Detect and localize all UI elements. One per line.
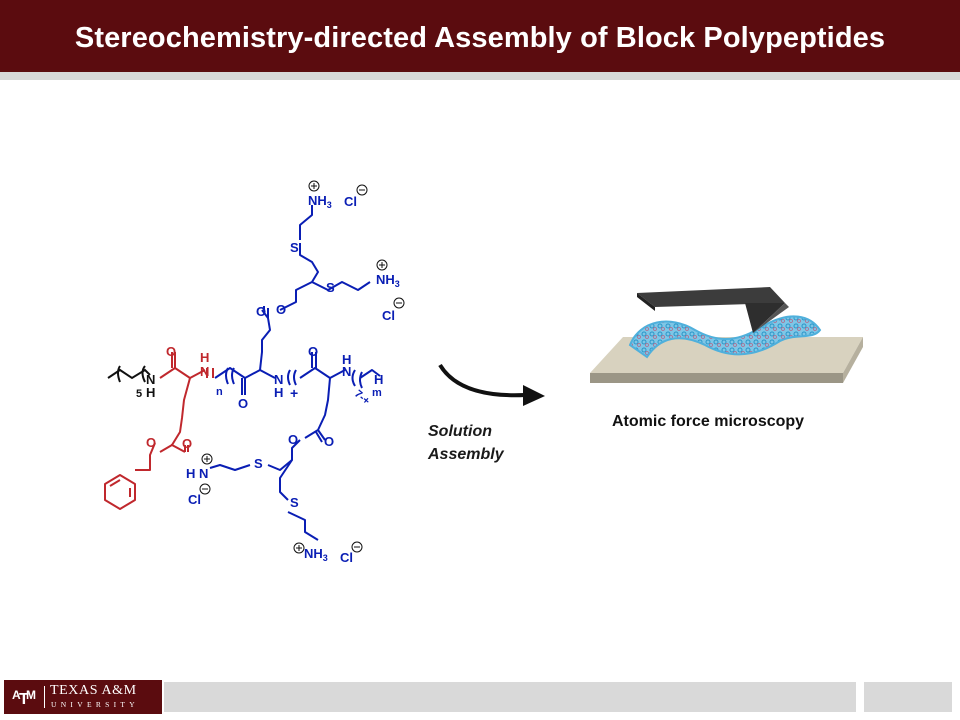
afm-label: Atomic force microscopy: [612, 413, 805, 430]
svg-text:M: M: [26, 688, 36, 702]
logo-sub-text: UNIVERSITY: [51, 700, 139, 709]
black-bonds: [107, 365, 151, 383]
atom-o: O: [276, 302, 286, 317]
afm-cantilever: [637, 287, 789, 333]
chemical-structure: O H N n O O N 5 H O N H + O O S S NH3 NH…: [104, 180, 405, 565]
atom-h: H: [146, 385, 155, 400]
ammonium-label: NH3: [376, 272, 400, 289]
atom-o: O: [288, 432, 298, 447]
texas-am-logo[interactable]: A T M TEXAS A&M UNIVERSITY: [4, 680, 162, 714]
red-labels: O H N n O O: [146, 344, 223, 451]
atom-h: H: [200, 350, 209, 365]
subscript-5: 5: [136, 388, 142, 400]
atom-o: O: [308, 344, 318, 359]
svg-text:A: A: [12, 688, 21, 702]
title-bar: Stereochemistry-directed Assembly of Blo…: [0, 0, 960, 72]
atom-o: O: [146, 435, 156, 450]
footer-bar: [164, 682, 856, 712]
polypeptide-fiber: [628, 315, 822, 359]
sample-substrate: [590, 337, 863, 383]
afm-illustration: [590, 287, 863, 383]
atom-s: S: [254, 456, 263, 471]
blue-labels: O N H + O O S S NH3 NH3 Cl Cl O H N H m …: [186, 193, 400, 565]
chloride-label: Cl: [344, 194, 357, 209]
chloride-label: Cl: [340, 550, 353, 565]
atom-n: N: [342, 364, 351, 379]
atom-o: O: [182, 436, 192, 451]
subscript-7-plus: 7-+: [352, 388, 372, 408]
assembly-label-line1: Solution: [428, 423, 492, 440]
chloride-label: Cl: [188, 492, 201, 507]
process-arrow: [438, 363, 545, 406]
atom-o: O: [324, 434, 334, 449]
atom-h: H: [342, 352, 351, 367]
atom-h: H: [274, 385, 283, 400]
svg-text:T: T: [19, 691, 29, 708]
ammonium-label: NH3: [308, 193, 332, 210]
ammonium-label: H N: [186, 466, 208, 481]
atm-logo-icon: A T M: [10, 684, 38, 710]
blue-block-bonds: [209, 205, 381, 541]
subscript-n: n: [216, 386, 223, 398]
plus-sign: +: [290, 385, 298, 401]
atom-n: N: [200, 364, 209, 379]
title-underline: [0, 72, 960, 80]
atom-n: N: [146, 372, 155, 387]
red-block-bonds: [104, 352, 214, 510]
atom-o: O: [256, 304, 266, 319]
atom-s: S: [290, 240, 299, 255]
arrowhead-icon: [523, 385, 545, 406]
ammonium-label: NH3: [304, 546, 328, 563]
atom-s: S: [326, 280, 335, 295]
footer-page-box: [864, 682, 952, 712]
subscript-m: m: [372, 387, 382, 399]
atom-o: O: [166, 344, 176, 359]
black-labels: N 5 H: [136, 372, 155, 400]
atom-o: O: [238, 396, 248, 411]
logo-divider: [44, 686, 45, 708]
charge-circles: [199, 180, 405, 554]
atom-n: N: [274, 372, 283, 387]
solution-assembly-label: Solution Assembly: [428, 420, 504, 466]
logo-main-text: TEXAS A&M: [50, 683, 137, 698]
assembly-label-line2: Assembly: [428, 446, 504, 463]
atom-h: H: [374, 372, 383, 387]
chloride-label: Cl: [382, 308, 395, 323]
slide-title: Stereochemistry-directed Assembly of Blo…: [74, 22, 886, 54]
atom-s: S: [290, 495, 299, 510]
